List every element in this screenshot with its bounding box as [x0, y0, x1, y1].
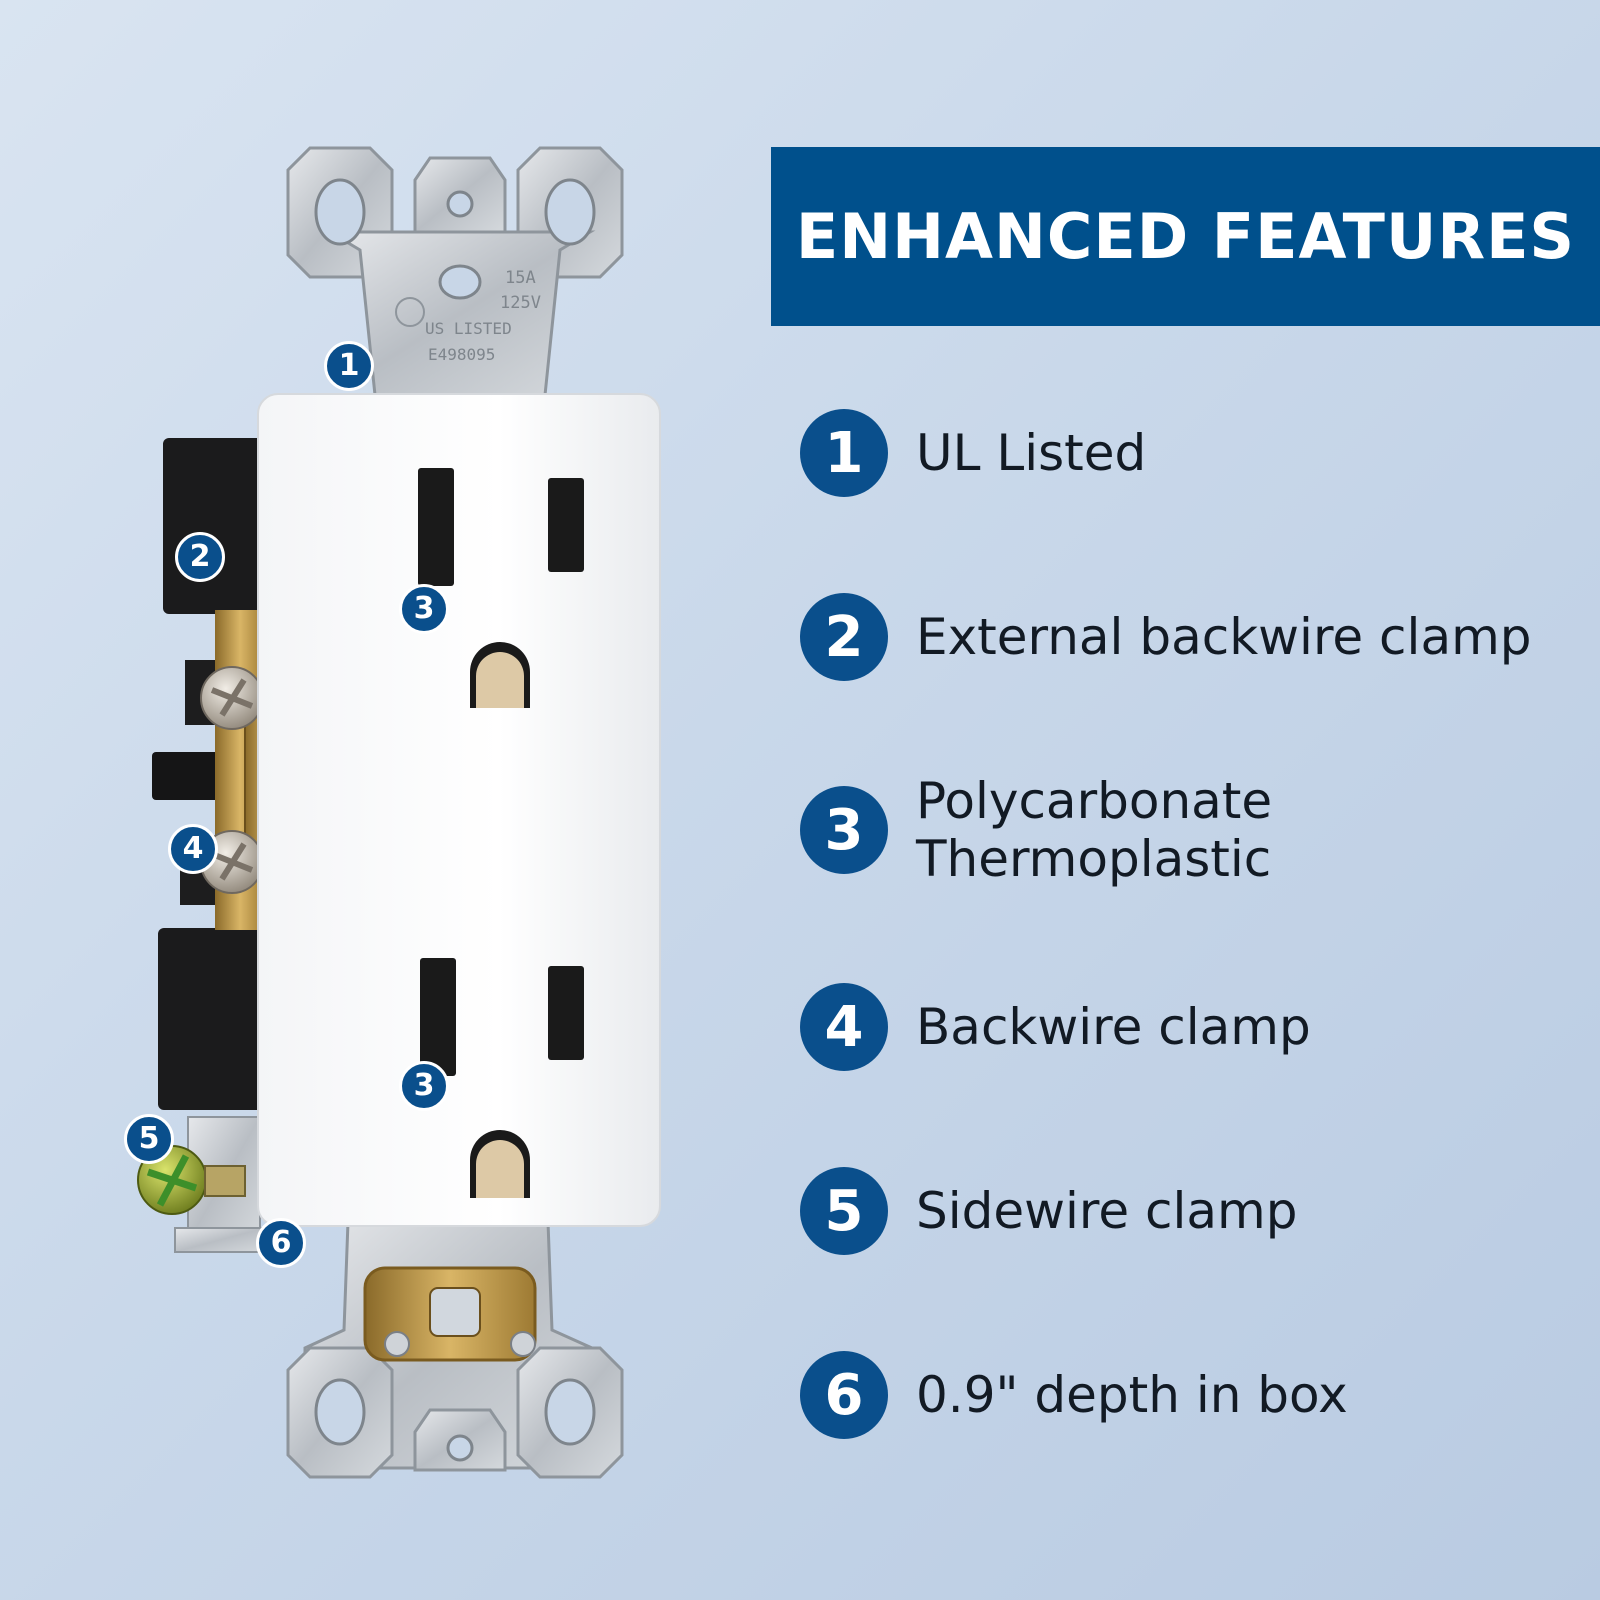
strap-rating-amps: 15A — [505, 268, 536, 288]
feature-number-badge: 6 — [800, 1351, 888, 1439]
bottom-mounting-strap — [286, 1220, 624, 1479]
callout-5: 5 — [124, 1114, 174, 1164]
top-mounting-strap — [286, 146, 624, 397]
callout-6: 6 — [256, 1218, 306, 1268]
feature-number-badge: 5 — [800, 1167, 888, 1255]
strap-listing: US LISTED — [425, 319, 512, 338]
strap-file-number: E498095 — [428, 345, 495, 364]
callout-3-top: 3 — [399, 584, 449, 634]
outlet-drawing: 15A 125V US LISTED E498095 — [137, 146, 661, 1479]
outlet-illustration: 15A 125V US LISTED E498095 — [0, 0, 760, 1600]
feature-number-badge: 1 — [800, 409, 888, 497]
feature-label: UL Listed — [916, 424, 1147, 482]
feature-item-backwire: 4 Backwire clamp — [800, 982, 1580, 1072]
feature-label: Sidewire clamp — [916, 1182, 1298, 1240]
feature-item-external-backwire: 2 External backwire clamp — [800, 592, 1580, 682]
feature-item-sidewire: 5 Sidewire clamp — [800, 1166, 1580, 1256]
feature-label: 0.9" depth in box — [916, 1366, 1348, 1424]
features-header: ENHANCED FEATURES — [771, 147, 1600, 326]
feature-label: Backwire clamp — [916, 998, 1311, 1056]
feature-item-depth: 6 0.9" depth in box — [800, 1350, 1580, 1440]
strap-rating-volts: 125V — [500, 293, 541, 313]
feature-number-badge: 4 — [800, 983, 888, 1071]
callout-1: 1 — [324, 341, 374, 391]
feature-label: External backwire clamp — [916, 608, 1532, 666]
feature-number-badge: 2 — [800, 593, 888, 681]
feature-item-ul-listed: 1 UL Listed — [800, 408, 1580, 498]
feature-label: Polycarbonate Thermoplastic — [916, 772, 1273, 888]
outlet-face — [257, 393, 661, 1227]
callout-4: 4 — [168, 824, 218, 874]
page-title: ENHANCED FEATURES — [795, 200, 1576, 273]
feature-number-badge: 3 — [800, 786, 888, 874]
callout-2: 2 — [175, 532, 225, 582]
feature-item-polycarbonate: 3 Polycarbonate Thermoplastic — [800, 772, 1580, 888]
callout-3-bottom: 3 — [399, 1061, 449, 1111]
